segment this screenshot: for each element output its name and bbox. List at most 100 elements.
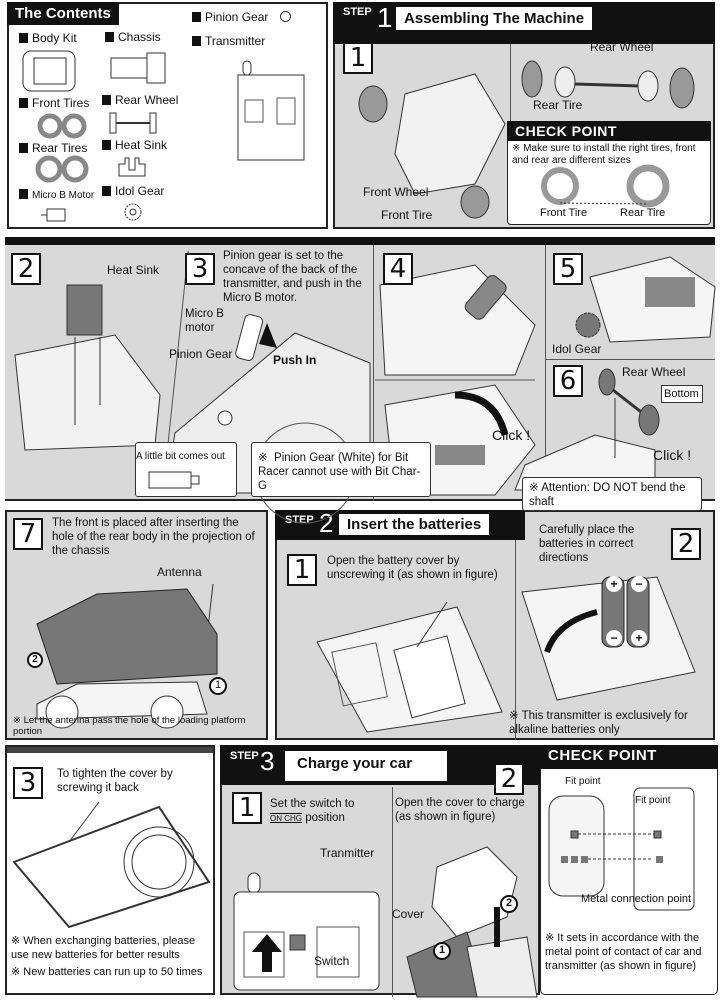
label-heat-sink: Heat Sink: [107, 263, 160, 277]
steps-2-6-panel: 2 Heat Sink 3 Pinion gear is set to the …: [5, 245, 716, 524]
label-click-4: Click !: [492, 427, 531, 443]
item-heat-sink: Heat Sink: [102, 138, 167, 152]
bottom-label-box: Bottom: [661, 385, 703, 403]
contents-panel: The Contents Pinion Gear Body Kit Chassi…: [7, 2, 328, 229]
label-transmitter: Tranmitter: [320, 846, 375, 860]
check-point-note: Make sure to install the right tires, fr…: [512, 143, 696, 166]
item-chassis: Chassis: [105, 30, 161, 44]
step-number: 2: [319, 508, 334, 538]
step2-panel: STEP 2 Insert the batteries 1 Open the b…: [275, 508, 715, 740]
battery-plus-1: +: [606, 576, 622, 592]
rear-tires-icon: [35, 155, 89, 183]
step2-sub2-number: 2: [671, 528, 701, 560]
label-switch: Switch: [314, 954, 350, 968]
check-point-title-2: CHECK POINT: [540, 745, 718, 769]
tire-size-comparison: [541, 164, 670, 208]
step3-header: STEP 3 Charge your car: [220, 745, 540, 785]
label-bottom: Bottom: [664, 388, 699, 400]
idol-gear-icon: [124, 203, 142, 221]
step-label: STEP: [230, 750, 259, 762]
item-rear-tires: Rear Tires: [19, 141, 87, 155]
body-on-chassis-illustration: [36, 583, 218, 729]
item-transmitter: Transmitter: [192, 34, 265, 48]
heat-sink-icon: [118, 157, 146, 177]
callout-2: 2: [27, 652, 43, 668]
label-click-6: Click !: [653, 447, 692, 463]
label-metal-connection: Metal connection point: [581, 893, 692, 905]
item-body-kit: Body Kit: [19, 31, 77, 45]
step3-sub2-text: Open the cover to charge (as shown in fi…: [395, 797, 525, 823]
antenna-note: Let the antenna pass the hole of the loa…: [13, 715, 246, 737]
label-fit-point-1: Fit point: [565, 776, 601, 787]
transmitter-switch-illustration: [233, 872, 380, 991]
label-idol-gear: Idol Gear: [552, 342, 602, 356]
label-front-wheel: Front Wheel: [363, 185, 429, 199]
check-point-note-2: It sets in accordance with the metal poi…: [545, 932, 702, 972]
battery-plus-2: +: [631, 630, 647, 646]
step3-title: Charge your car: [285, 751, 447, 781]
step2-title: Insert the batteries: [339, 514, 490, 535]
front-tires-icon: [37, 113, 87, 139]
charge-car-illustration: [406, 846, 538, 998]
step-number: 3: [260, 746, 275, 776]
substep-7-panel: 7 The front is placed after inserting th…: [5, 510, 268, 740]
charge-callout-2: 2: [500, 895, 518, 913]
battery-minus-1: −: [606, 630, 622, 646]
chassis-illustration: [358, 73, 506, 219]
body-kit-icon: [22, 50, 76, 92]
bit-comes-out-callout: A little bit comes out: [135, 442, 237, 497]
tighten-cover-illustration: [12, 801, 211, 929]
attention-text: Attention: DO NOT bend the shaft: [529, 482, 686, 508]
check-point-title: CHECK POINT: [507, 121, 711, 141]
label-antenna: Antenna: [157, 565, 202, 579]
idol-gear-illustration: [575, 256, 716, 343]
check-point-panel: CHECK POINT Fit point Fit point Metal co…: [540, 745, 718, 995]
label-push-in: Push In: [273, 353, 317, 367]
step2-sub1-text: Open the battery cover by unscrewing it …: [327, 555, 498, 581]
chassis-icon: [110, 52, 166, 84]
heat-sink-illustration: [14, 284, 161, 451]
check-point-box: CHECK POINT ※ Make sure to install the r…: [507, 121, 711, 225]
label-pinion-gear: Pinion Gear: [169, 347, 233, 361]
item-micro-b-motor: Micro B Motor: [19, 189, 94, 201]
step2-sub1-number: 1: [287, 554, 317, 586]
step2-sub3-panel: 3 To tighten the cover by screwing it ba…: [5, 745, 215, 995]
pinion-note-text: Pinion Gear (White) for Bit Racer cannot…: [258, 452, 421, 492]
rear-wheel-icon: [109, 112, 157, 134]
step2-header: STEP 2 Insert the batteries: [275, 508, 525, 540]
micro-b-motor-icon: [41, 208, 66, 222]
switch-position-label: ON CHG: [270, 814, 302, 823]
battery-note-2: New batteries can run up to 50 times: [23, 966, 203, 978]
label-cover: Cover: [392, 907, 425, 921]
step1-header: STEP 1 Assembling The Machine: [333, 2, 715, 44]
item-idol-gear: Idol Gear: [102, 184, 164, 198]
substep-number: 1: [343, 42, 373, 74]
battery-minus-2: −: [631, 576, 647, 592]
pinion-gear-note: ※ Pinion Gear (White) for Bit Racer cann…: [251, 442, 431, 497]
check-front-tire: Front Tire: [540, 207, 588, 219]
item-pinion-gear: Pinion Gear: [192, 10, 291, 24]
label-front-tire: Front Tire: [381, 208, 433, 222]
substep-6-number: 6: [553, 365, 583, 397]
item-rear-wheel: Rear Wheel: [102, 93, 178, 107]
step1-title: Assembling The Machine: [396, 7, 593, 30]
substep-3-text: Pinion gear is set to the concave of the…: [223, 250, 362, 304]
callout-1: 1: [209, 677, 227, 695]
check-rear-tire: Rear Tire: [620, 207, 666, 219]
motor-shaft-icon: [148, 471, 200, 489]
rear-axle-illustration: [521, 60, 695, 109]
item-front-tires: Front Tires: [19, 96, 89, 110]
substep-4-number: 4: [383, 253, 413, 285]
substep-3-number: 3: [185, 253, 215, 285]
shaft-attention-note: ※ Attention: DO NOT bend the shaft: [522, 477, 702, 511]
contents-title: The Contents: [7, 2, 119, 25]
bit-comes-out-text: A little bit comes out: [136, 451, 225, 462]
section-divider: [5, 237, 715, 245]
step3-sub2-number: 2: [494, 763, 524, 795]
label-rear-wheel-6: Rear Wheel: [622, 365, 686, 379]
step2-sub3-text: To tighten the cover by screwing it back: [57, 768, 173, 794]
alkaline-note: This transmitter is exclusively for alka…: [509, 710, 688, 736]
transmitter-icon: [237, 60, 305, 161]
contact-points-diagram: [548, 787, 695, 911]
step3-panel: STEP 3 Charge your car 2 1 Set the switc…: [220, 745, 540, 998]
